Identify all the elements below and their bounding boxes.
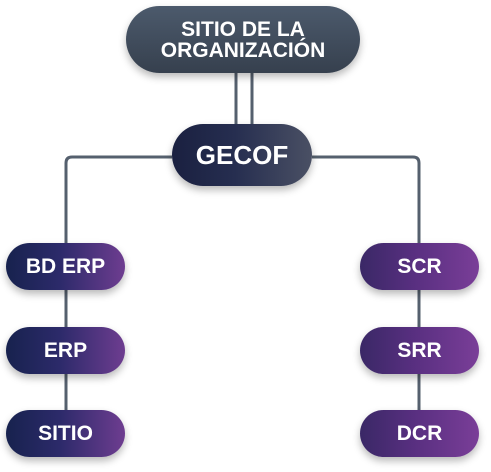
node-srr: SRR (360, 327, 479, 374)
hub-node: GECOF (172, 124, 312, 186)
connector-hub-right (312, 155, 421, 430)
node-label: SITIO (38, 421, 93, 445)
node-erp: ERP (6, 327, 125, 374)
node-scr: SCR (360, 243, 479, 290)
node-label: SCR (397, 254, 442, 278)
node-bd-erp: BD ERP (6, 243, 125, 290)
node-sitio: SITIO (6, 410, 125, 457)
node-label: ERP (43, 338, 88, 362)
connector-hub-left (64, 155, 172, 430)
hub-label: GECOF (195, 139, 289, 170)
node-dcr: DCR (360, 410, 479, 457)
node-label: DCR (396, 421, 443, 445)
root-node: SITIO DE LA ORGANIZACIÓN (126, 6, 360, 73)
node-label: BD ERP (25, 254, 106, 278)
node-label: SRR (397, 338, 442, 362)
root-label: SITIO DE LA ORGANIZACIÓN (160, 17, 326, 62)
